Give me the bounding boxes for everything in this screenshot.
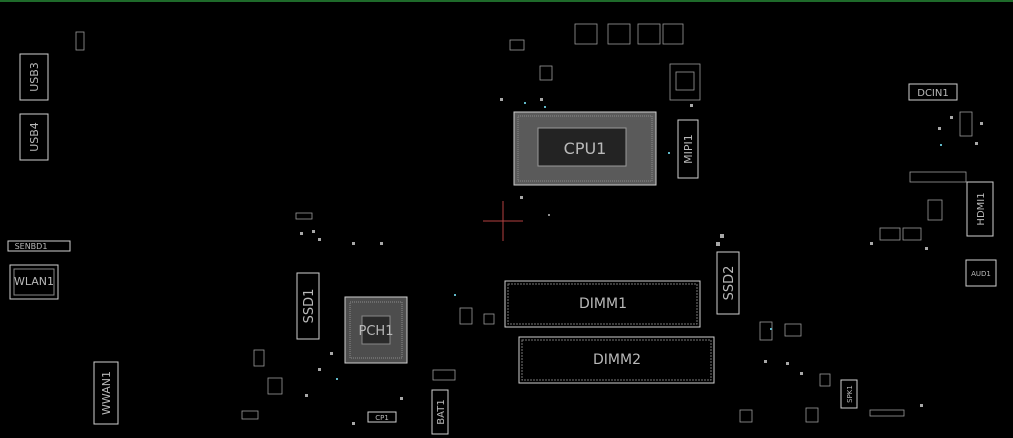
hdmi-label: HDMI1 — [976, 192, 987, 225]
ssd2-slot[interactable]: SSD2 — [716, 251, 740, 315]
bat-label: BAT1 — [436, 399, 447, 424]
aud-connector[interactable]: AUD1 — [965, 259, 997, 287]
spk-connector[interactable]: SPK1 — [840, 379, 858, 409]
cp1-label: CP1 — [375, 414, 389, 422]
bat-connector[interactable]: BAT1 — [431, 389, 449, 435]
aud-label: AUD1 — [971, 270, 991, 278]
cp1-component[interactable]: CP1 — [367, 411, 397, 423]
dcin-label: DCIN1 — [917, 88, 948, 99]
usb4-label: USB4 — [28, 122, 41, 152]
usb3-connector[interactable]: USB3 — [19, 53, 49, 101]
wlan-connector[interactable]: WLAN1 — [9, 264, 59, 300]
senbd-label: SENBD1 — [15, 242, 48, 251]
ssd1-slot[interactable]: SSD1 — [296, 272, 320, 340]
ssd2-label: SSD2 — [722, 266, 737, 301]
pch-footprint[interactable]: PCH1 — [344, 296, 408, 364]
usb4-connector[interactable]: USB4 — [19, 113, 49, 161]
dimm2-slot[interactable]: DIMM2 — [518, 336, 715, 384]
cpu-label: CPU1 — [564, 139, 607, 158]
wlan-label: WLAN1 — [14, 275, 54, 288]
wwan-label: WWAN1 — [100, 371, 113, 415]
wwan-connector[interactable]: WWAN1 — [93, 361, 119, 425]
ssd1-label: SSD1 — [302, 289, 317, 324]
crosshair-cursor — [483, 201, 523, 241]
hdmi-connector[interactable]: HDMI1 — [966, 181, 994, 237]
pch-label: PCH1 — [359, 324, 394, 339]
window-top-border — [0, 0, 1013, 2]
cpu-footprint[interactable]: CPU1 — [513, 111, 657, 186]
small-parts-decor — [75, 23, 983, 425]
spk-label: SPK1 — [846, 385, 854, 403]
usb3-label: USB3 — [28, 62, 41, 92]
senbd-connector[interactable]: SENBD1 — [7, 240, 71, 252]
dcin-connector[interactable]: DCIN1 — [908, 83, 958, 101]
mipi-label: MIPI1 — [682, 134, 695, 164]
dimm1-label: DIMM1 — [579, 296, 627, 312]
dimm2-label: DIMM2 — [593, 352, 641, 368]
dimm1-slot[interactable]: DIMM1 — [504, 280, 701, 328]
mipi-connector[interactable]: MIPI1 — [677, 119, 699, 179]
